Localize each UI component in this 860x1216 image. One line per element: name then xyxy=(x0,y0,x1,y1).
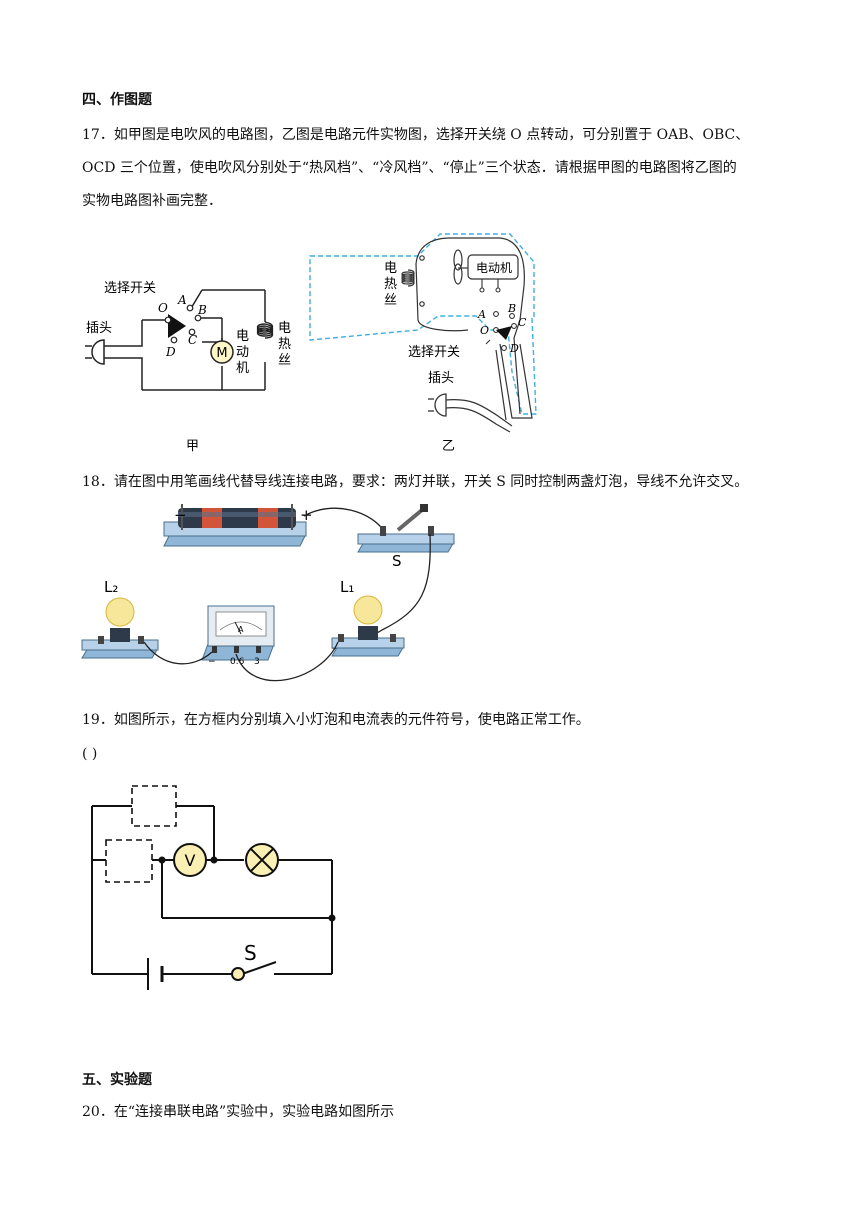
heater-coil-icon xyxy=(401,255,425,307)
plug-label: 插头 xyxy=(428,371,454,386)
battery-holder xyxy=(163,504,307,547)
figure-yi-caption: 乙 xyxy=(442,439,455,454)
point-c-label: C xyxy=(518,316,527,329)
plug-icon xyxy=(428,393,447,417)
heater-label-1: 电 xyxy=(278,321,291,336)
section-heading-experiment: 五、实验题 xyxy=(82,1072,152,1088)
point-d-label: D xyxy=(509,342,519,355)
voltmeter-letter: V xyxy=(185,851,196,870)
figure-yi-physical: 电动机 电 热 丝 A B C O D 选择开关 插头 乙 xyxy=(309,233,537,454)
fan-icon xyxy=(453,249,468,285)
ammeter-terminal-06: 0.6 xyxy=(230,657,245,667)
figure-jia-caption: 甲 xyxy=(186,439,199,454)
switch-blade-icon xyxy=(496,326,512,340)
ammeter-terminal-minus: − xyxy=(208,657,216,667)
lamp-l2-label: L₂ xyxy=(104,578,118,596)
point-o-label: O xyxy=(480,324,489,337)
heater-label-2: 热 xyxy=(384,277,397,292)
battery-minus-label: − xyxy=(174,506,187,524)
motor-label-1: 电 xyxy=(236,329,249,344)
knife-switch xyxy=(357,504,455,553)
q19-circuit-figure: V S xyxy=(91,785,336,990)
q20-text: 20．在“连接串联电路”实验中，实验电路如图所示 xyxy=(82,1104,395,1120)
switch-pivot xyxy=(231,967,245,981)
heater-label-1: 电 xyxy=(384,261,397,276)
point-c-label: C xyxy=(188,333,197,347)
motor-symbol xyxy=(210,340,234,364)
lamp-symbol-icon xyxy=(245,843,279,877)
voltmeter-symbol xyxy=(173,843,207,877)
motor-letter: M xyxy=(216,346,227,361)
dryer-outline xyxy=(309,233,537,415)
heater-label-3: 丝 xyxy=(384,293,397,308)
junction-node xyxy=(158,856,166,864)
q17-line-2: OCD 三个位置，使电吹风分别处于“热风档”、“冷风档”、“停止”三个状态．请根… xyxy=(82,160,737,176)
section-heading-drawing: 四、作图题 xyxy=(82,92,152,108)
lamp-l1-label: L₁ xyxy=(340,578,354,596)
switch-s-label: S xyxy=(244,941,257,965)
figure-jia-circuit: M 选择开关 插头 O A B C D 电 动 机 电 热 丝 甲 xyxy=(85,281,291,454)
junction-node xyxy=(328,914,336,922)
switch-s-label: S xyxy=(392,552,402,570)
heater-coil-icon xyxy=(256,321,274,362)
point-a-label: A xyxy=(477,308,486,321)
point-d-label: D xyxy=(165,345,176,359)
lamp-l2 xyxy=(81,597,159,659)
motor-label: 电动机 xyxy=(476,261,512,275)
point-b-label: B xyxy=(197,303,207,317)
motor-label-3: 机 xyxy=(236,361,249,376)
point-o-label: O xyxy=(158,301,168,315)
switch-contacts xyxy=(164,304,202,344)
ammeter xyxy=(201,605,275,661)
empty-box-middle xyxy=(105,839,153,883)
switch-label: 选择开关 xyxy=(104,281,156,296)
point-b-label: B xyxy=(507,302,516,315)
q18-text: 18．请在图中用笔画线代替导线连接电路，要求：两灯并联，开关 S 同时控制两盏灯… xyxy=(82,474,749,490)
q19-text: 19．如图所示，在方框内分别填入小灯泡和电流表的元件符号，使电路正常工作。 xyxy=(82,712,590,728)
motor-label-2: 动 xyxy=(236,345,249,360)
lamp-l1 xyxy=(331,595,405,657)
heater-label-2: 热 xyxy=(278,337,291,352)
motor-box xyxy=(467,254,519,280)
heater-label-3: 丝 xyxy=(278,353,291,368)
switch-blade-icon xyxy=(168,314,186,338)
ammeter-symbol: A xyxy=(238,625,244,634)
empty-box-top xyxy=(131,785,177,827)
plug-icon xyxy=(85,320,143,390)
switch-label: 选择开关 xyxy=(408,345,460,360)
q17-line-3: 实物电路图补画完整． xyxy=(82,193,222,209)
junction-node xyxy=(210,856,218,864)
point-a-label: A xyxy=(177,293,187,307)
q18-circuit-figure: − + S L₂ L₁ xyxy=(81,504,455,682)
plug-label: 插头 xyxy=(86,321,112,336)
q17-line-1: 17．如甲图是电吹风的电路图，乙图是电路元件实物图，选择开关绕 O 点转动，可分… xyxy=(82,127,750,143)
ammeter-terminal-3: 3 xyxy=(254,657,260,667)
q19-answer-paren: ( ) xyxy=(82,746,98,762)
